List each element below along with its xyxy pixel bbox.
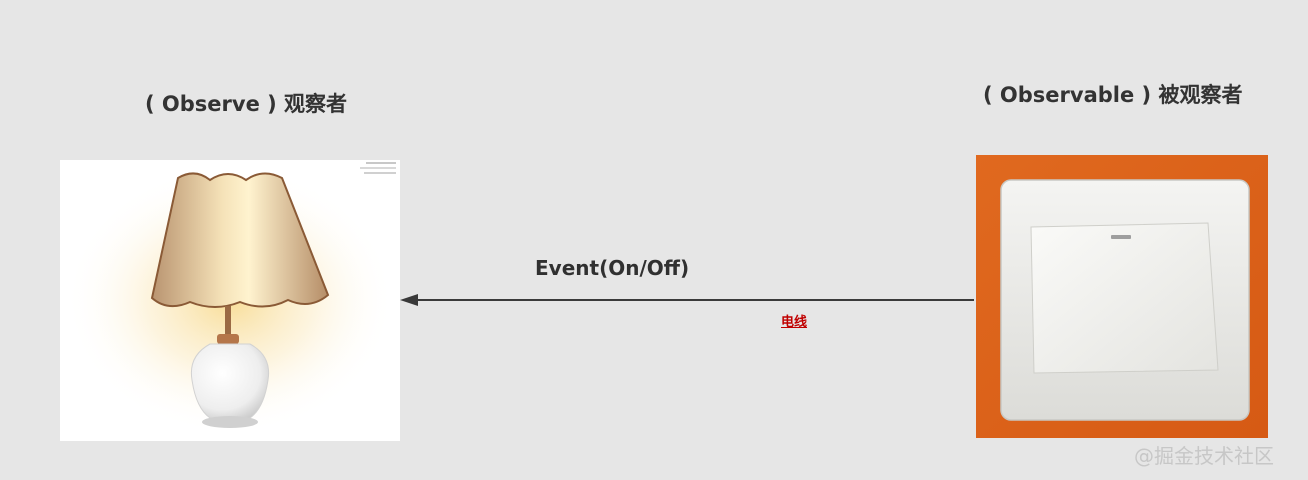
arrowhead-icon	[400, 294, 418, 306]
wall-light-switch-icon	[976, 155, 1268, 438]
observable-title: ( Observable ) 被观察者	[983, 83, 1243, 107]
table-lamp-icon	[65, 162, 396, 435]
event-label: Event(On/Off)	[535, 256, 690, 280]
watermark: @掘金技术社区	[1134, 444, 1274, 468]
observer-title: ( Observe ) 观察者	[145, 92, 348, 116]
wire-label: 电线	[781, 315, 808, 330]
event-arrow	[400, 294, 974, 306]
switch-image	[976, 155, 1268, 438]
lamp-image	[60, 160, 400, 441]
